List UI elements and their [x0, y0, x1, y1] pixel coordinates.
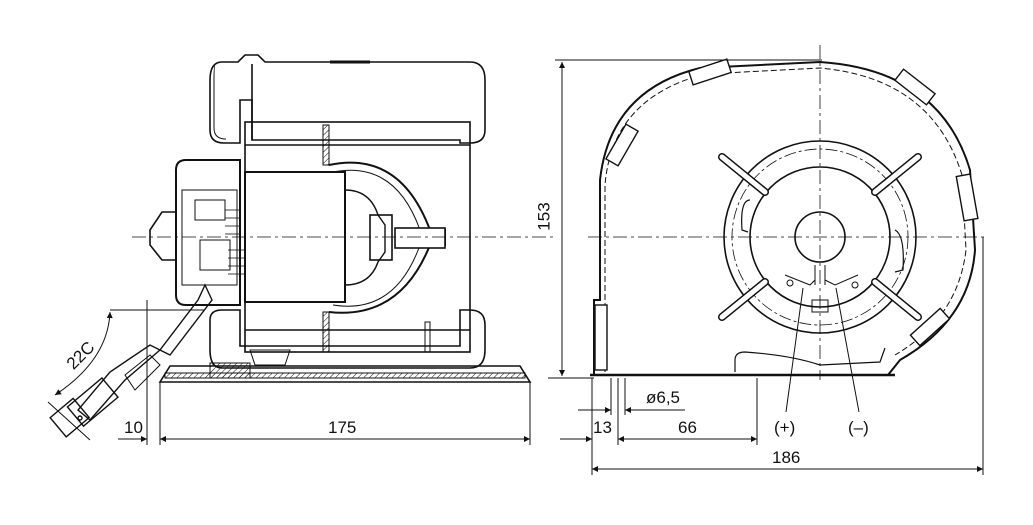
- height-label: 153: [534, 202, 554, 231]
- hole-diameter-label: ø6,5: [646, 388, 681, 407]
- connector-offset-label: 10: [124, 418, 143, 437]
- negative-terminal-label: (–): [848, 418, 869, 437]
- positive-terminal-label: (+): [774, 418, 796, 437]
- brush-terminals: [784, 265, 859, 313]
- hole-spacing-label: 66: [678, 418, 697, 437]
- total-width-label: 186: [772, 448, 801, 467]
- side-width-label: 175: [328, 418, 357, 437]
- front-view: [588, 45, 985, 380]
- side-section-view: [49, 54, 555, 438]
- hole-offset-label: 13: [593, 418, 612, 437]
- front-dimensions: [548, 59, 984, 475]
- side-dimensions: [47, 300, 531, 445]
